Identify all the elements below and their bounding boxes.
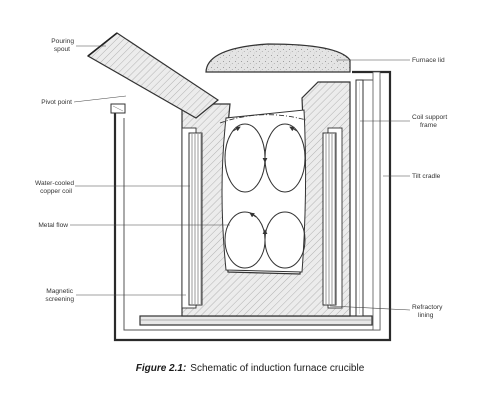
figure-caption: Figure 2.1:Schematic of induction furnac… <box>136 363 365 374</box>
tilt-cradle <box>113 70 392 342</box>
label-magnetic-line1: Magnetic <box>46 288 73 295</box>
copper-coil-right <box>322 127 343 309</box>
label-metal-flow: Metal flow <box>38 222 68 229</box>
label-furnace-lid: Furnace lid <box>412 57 445 64</box>
label-pivot-point: Pivot point <box>41 99 72 106</box>
caption-text: Schematic of induction furnace crucible <box>190 363 364 374</box>
label-magnetic-line2: screening <box>45 296 74 303</box>
label-pouring-spout-line2: spout <box>54 46 70 53</box>
coil-support-frame <box>355 79 364 317</box>
label-tilt-cradle: Tilt cradle <box>412 173 441 180</box>
caption-number: Figure 2.1: <box>136 363 187 374</box>
label-water-cooled-line1: Water-cooled <box>35 180 74 187</box>
metal-flow-loops <box>219 114 307 269</box>
leader-lines <box>70 45 411 311</box>
furnace-lid <box>205 43 351 73</box>
label-pouring-spout-line1: Pouring <box>51 38 74 45</box>
base-plate <box>139 315 373 326</box>
label-water-cooled-line2: copper coil <box>40 188 72 195</box>
copper-coil-left <box>181 127 203 309</box>
label-refractory-line2: lining <box>418 312 434 319</box>
pouring-spout <box>86 32 220 119</box>
label-coil-support-line1: Coil support <box>412 114 447 121</box>
pivot-block <box>110 103 126 114</box>
label-refractory-line1: Refractory <box>412 304 443 311</box>
label-coil-support-line2: frame <box>420 122 437 129</box>
refractory-lining <box>181 81 351 317</box>
